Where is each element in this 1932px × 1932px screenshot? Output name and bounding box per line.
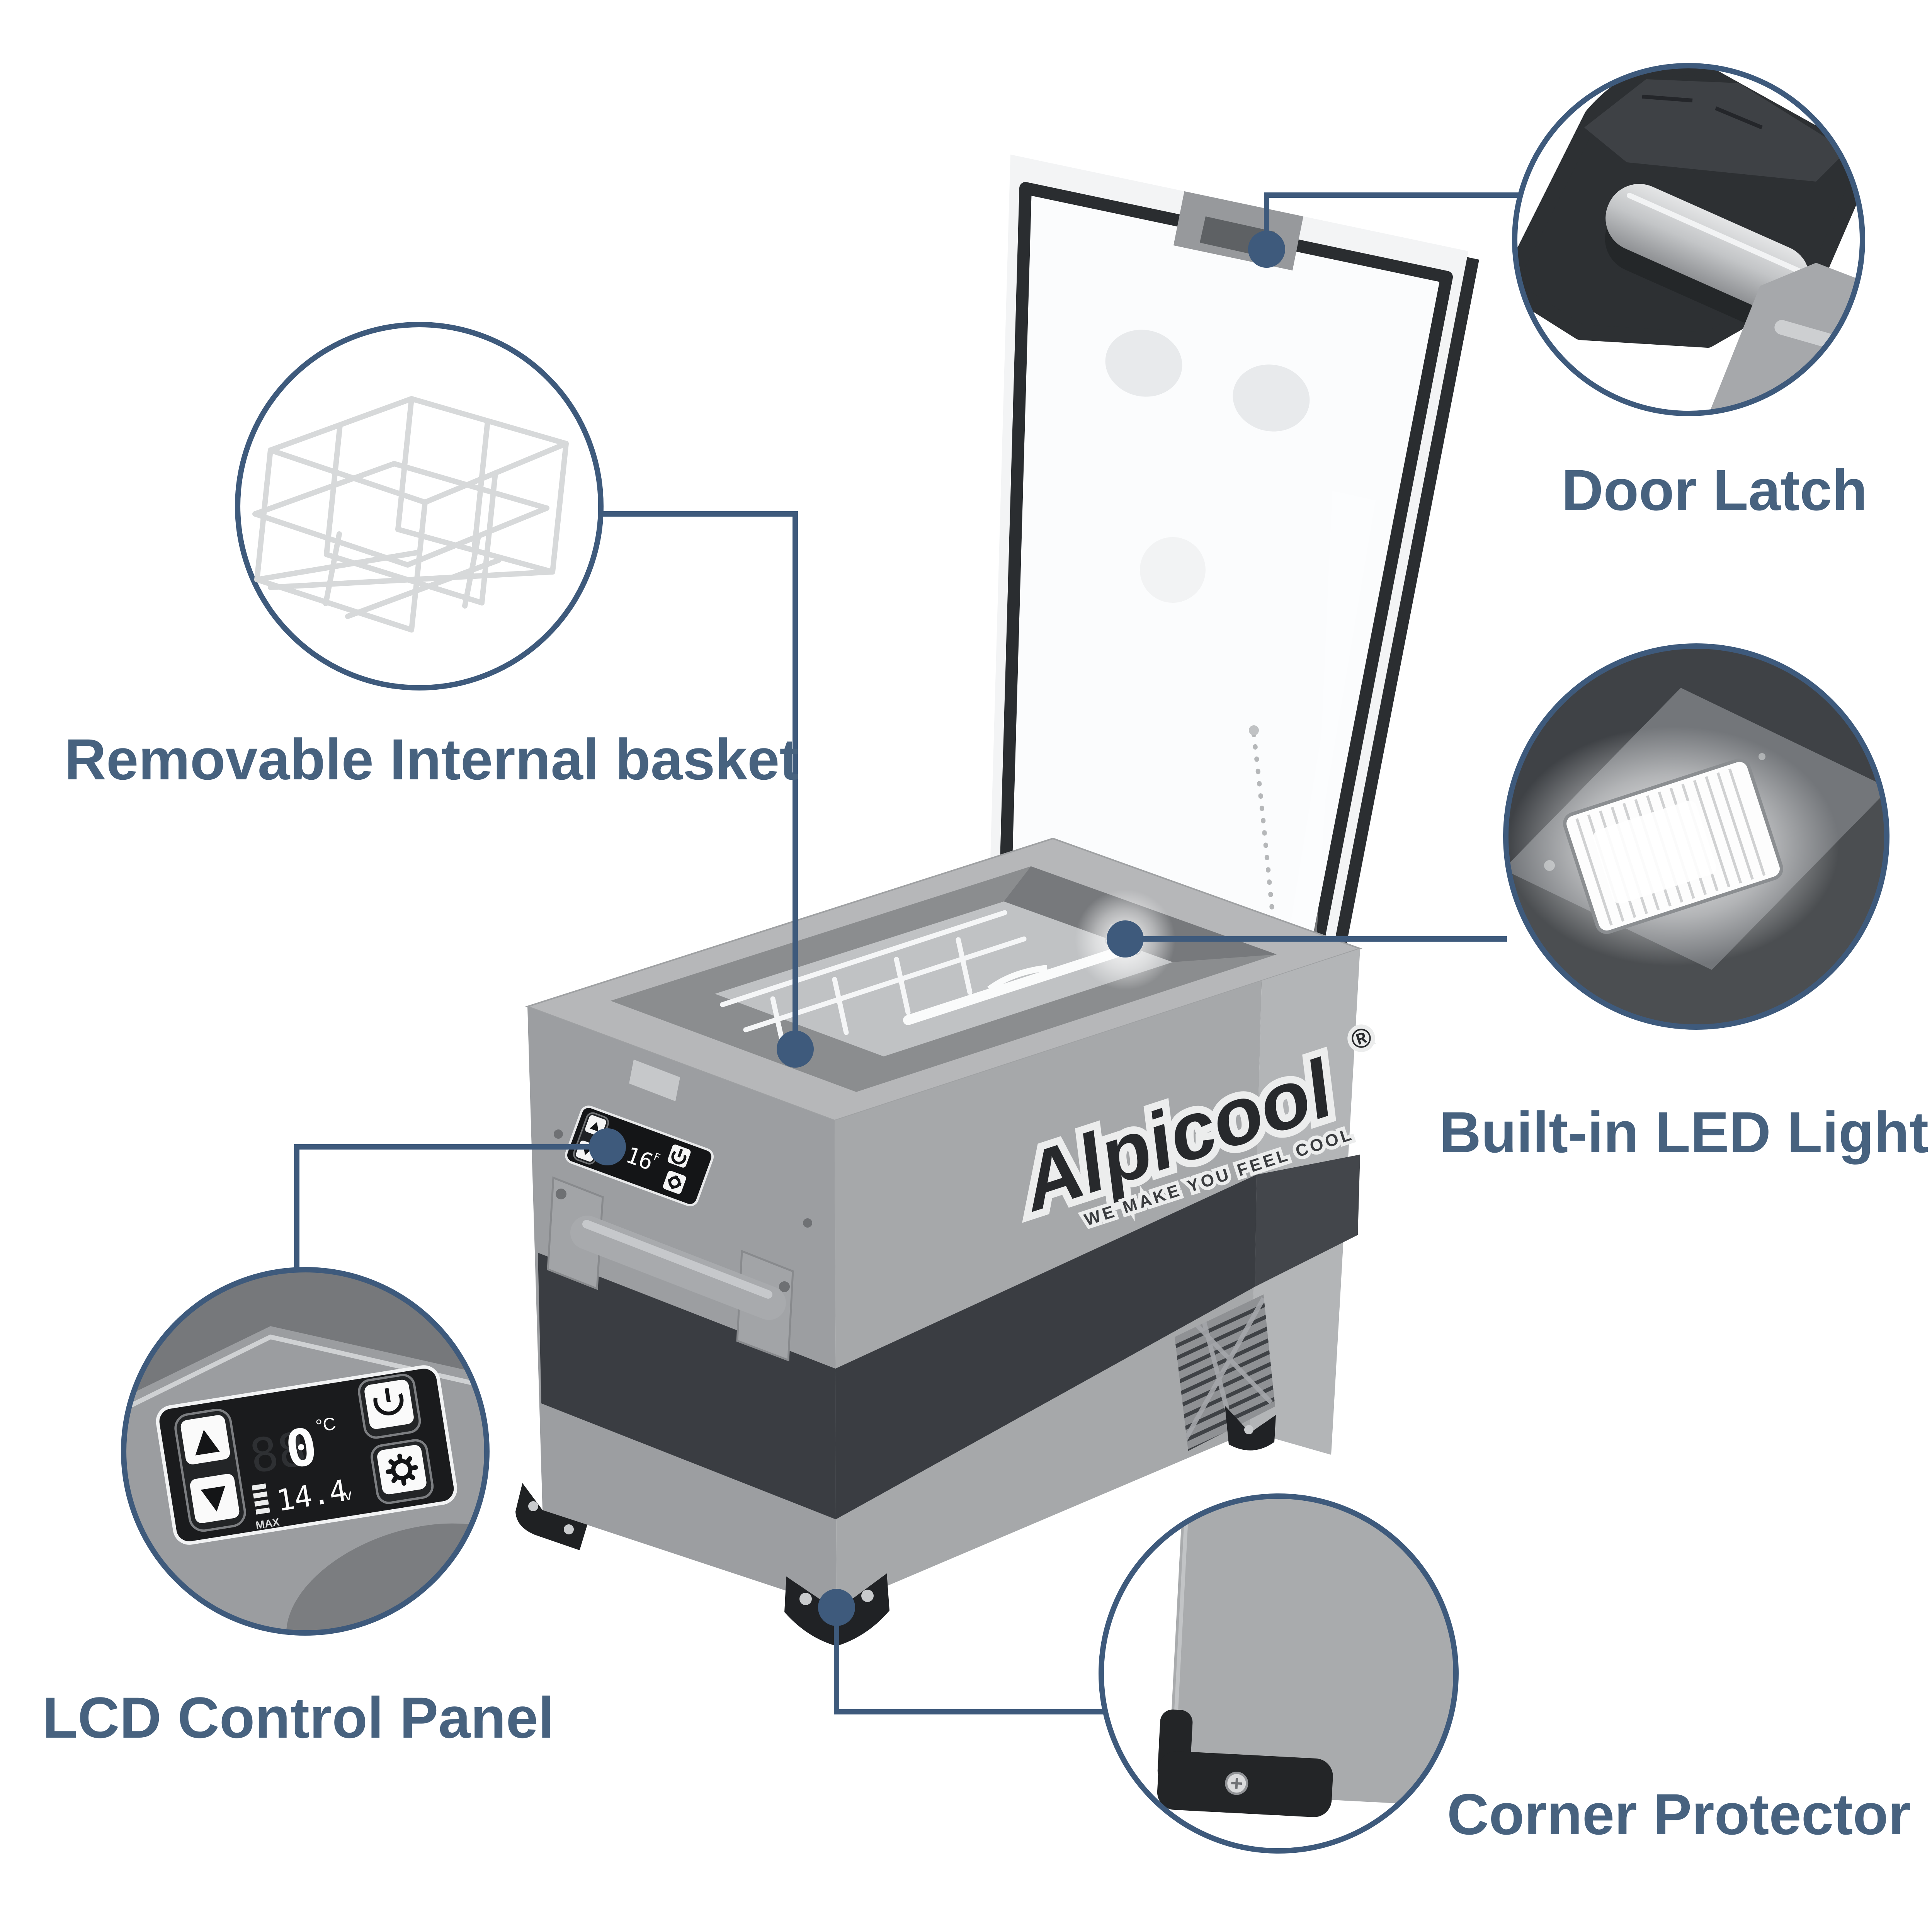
connector-dots xyxy=(589,231,1285,1626)
lid-chain-anchor xyxy=(1249,725,1259,735)
lid-glare xyxy=(1287,491,1376,956)
dot-led xyxy=(1107,920,1144,957)
box-corner xyxy=(1157,1496,1456,1817)
label-removable-basket: Removable Internal basket xyxy=(65,727,799,792)
lcd-settings-button xyxy=(377,1445,427,1495)
handle-screw-right xyxy=(779,1281,790,1292)
handle-bar xyxy=(570,1216,786,1320)
lid-recess-right xyxy=(1233,364,1310,432)
callout-basket xyxy=(235,322,604,690)
connector-lines xyxy=(294,192,1520,1714)
lcd-ghost-digits: 88 xyxy=(246,1422,310,1484)
corner-protector-right xyxy=(1225,1406,1276,1451)
callout-corner xyxy=(1099,1493,1459,1854)
wire-basket-icon xyxy=(252,396,569,633)
label-door-latch: Door Latch xyxy=(1561,457,1867,522)
connector-corner xyxy=(834,1607,1105,1714)
lid-recess-left xyxy=(1105,330,1182,397)
lid-recess-center xyxy=(1140,537,1206,603)
basket-divider-handle xyxy=(987,965,1048,992)
lcd-power-button xyxy=(364,1379,414,1429)
connector-latch xyxy=(1264,192,1520,247)
face-screw-right xyxy=(803,1218,812,1228)
handle-screw-left xyxy=(556,1189,566,1199)
dot-corner xyxy=(818,1589,855,1626)
dark-band-front xyxy=(835,1175,1257,1519)
corner-protector-front xyxy=(784,1573,889,1646)
dot-latch xyxy=(1248,231,1285,268)
dark-band-left xyxy=(538,1253,836,1519)
panel-settings-button xyxy=(663,1171,686,1194)
dot-lcd xyxy=(589,1128,626,1165)
lcd-temp-unit: °C xyxy=(314,1413,337,1436)
label-led-light: Built-in LED Light xyxy=(1439,1100,1929,1165)
handle xyxy=(547,1176,794,1362)
corner-protector-left xyxy=(515,1483,587,1550)
label-lcd-panel: LCD Control Panel xyxy=(42,1685,554,1750)
connector-lcd xyxy=(294,1144,607,1271)
fridge-body: Alpicool ® WE MAKE YOU FEEL COOL xyxy=(515,837,1380,1646)
lid-lock-tab xyxy=(629,1060,680,1101)
internal-basket xyxy=(715,901,1173,1056)
label-corner-protector: Corner Protector xyxy=(1447,1782,1911,1847)
callout-door-latch xyxy=(1512,63,1865,416)
lcd-battery-bars xyxy=(252,1483,270,1515)
led-lens xyxy=(1563,758,1783,934)
lcd-panel: 88 0 °C MAX 14.4 v xyxy=(156,1365,457,1545)
callout-lcd: 88 0 °C MAX 14.4 v xyxy=(121,1267,490,1636)
connector-basket xyxy=(600,511,798,1051)
dark-band-end xyxy=(1255,1155,1360,1287)
callout-led xyxy=(1503,643,1889,1030)
lid-gasket xyxy=(1000,182,1453,962)
lcd-body-top xyxy=(124,1270,487,1399)
face-screw-left xyxy=(554,1129,563,1139)
handle-highlight xyxy=(582,1220,772,1299)
dot-basket xyxy=(777,1031,814,1068)
